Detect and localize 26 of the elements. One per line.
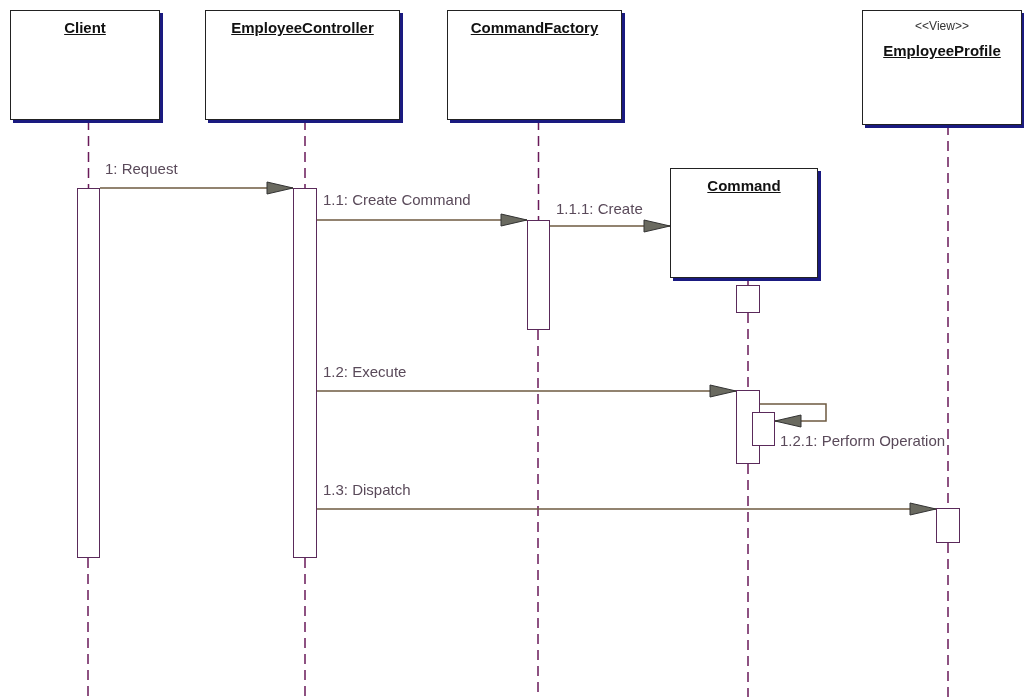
object-name: EmployeeProfile — [883, 42, 1001, 59]
object-name: CommandFactory — [470, 19, 599, 36]
stereotype-label: <<View>> — [915, 19, 969, 33]
object-name: EmployeeController — [231, 19, 374, 36]
message-label: 1.1: Create Command — [322, 191, 472, 208]
message-arrow — [316, 502, 937, 516]
object-box — [205, 10, 400, 120]
object-name: Client — [64, 19, 106, 36]
message-arrow — [549, 219, 671, 233]
activation-bar — [527, 220, 550, 330]
activation-bar — [936, 508, 960, 543]
object-box — [670, 168, 818, 278]
message-label: 1.3: Dispatch — [322, 481, 412, 498]
message-arrow — [99, 181, 294, 195]
object-box — [10, 10, 160, 120]
object-box — [862, 10, 1022, 125]
message-arrow — [316, 384, 737, 398]
activation-bar — [77, 188, 100, 558]
message-arrow — [759, 403, 827, 428]
activation-bar — [736, 285, 760, 313]
message-label: 1.2.1: Perform Operation — [779, 432, 947, 449]
object-name: Command — [707, 177, 781, 194]
activation-bar — [293, 188, 317, 558]
message-arrow — [316, 213, 528, 227]
object-box — [447, 10, 622, 120]
activation-bar — [752, 412, 775, 446]
